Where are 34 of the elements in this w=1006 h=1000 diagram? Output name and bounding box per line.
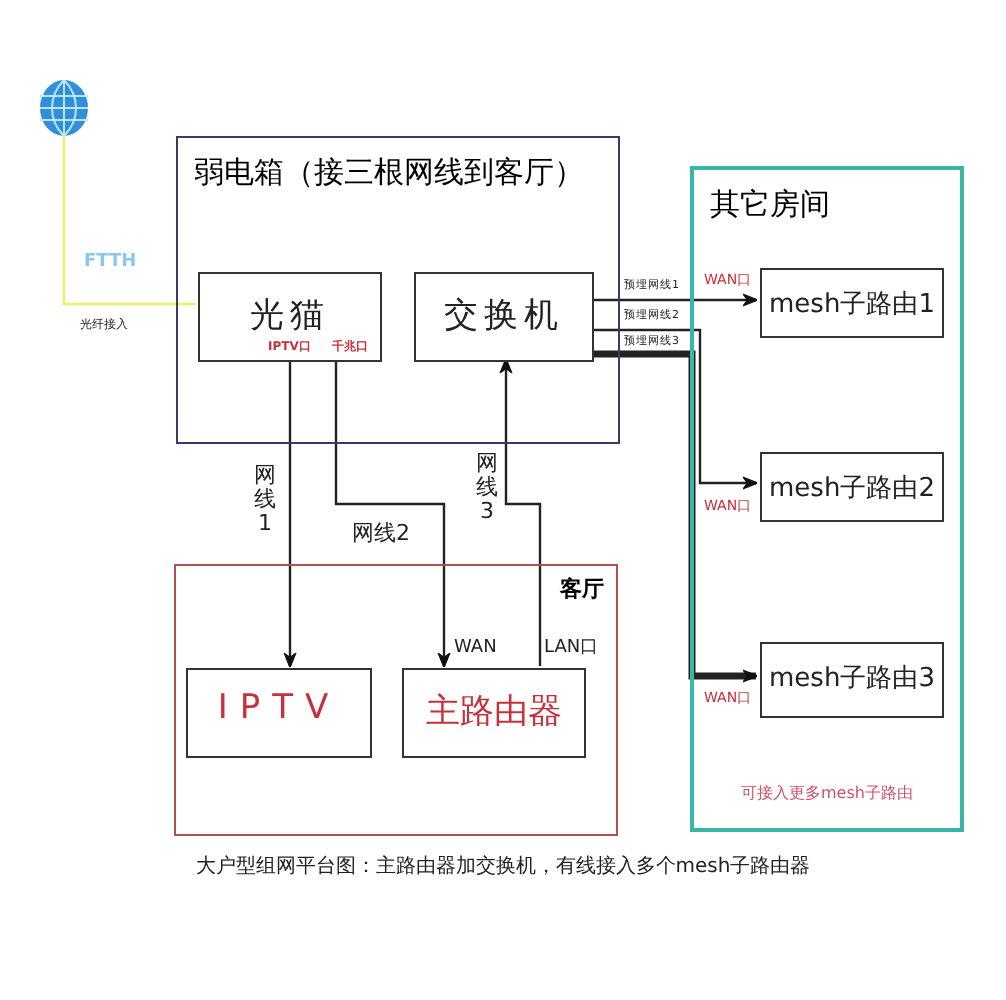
device-box	[760, 452, 944, 522]
device-label: IPTV	[215, 688, 343, 728]
group-frame	[690, 166, 964, 832]
port-label: WAN	[454, 640, 497, 658]
device-label: 光猫	[248, 294, 332, 338]
device-label: mesh子路由3	[767, 662, 937, 696]
edge-label: 网线2	[352, 522, 410, 544]
group-title: 其它房间	[710, 186, 830, 224]
arrow	[283, 360, 297, 669]
device-label: 主路由器	[424, 690, 564, 734]
room-label: 客厅	[560, 574, 604, 604]
device-label: mesh子路由1	[767, 288, 937, 322]
connector-line	[62, 136, 196, 306]
group-frame	[174, 564, 618, 836]
arrow	[592, 350, 759, 683]
arrow	[592, 328, 759, 490]
edge-label: 网线3	[476, 452, 498, 525]
port-label: LAN口	[544, 640, 599, 658]
group-title: 弱电箱（接三根网线到客厅）	[194, 154, 584, 192]
note-text: 可接入更多mesh子路由	[739, 782, 915, 804]
globe-icon	[36, 80, 92, 136]
device-box	[760, 642, 944, 718]
arrow	[499, 357, 542, 666]
edge-label: FTTH	[84, 254, 137, 272]
device-label: 交换机	[442, 294, 566, 338]
device-box	[402, 668, 586, 758]
arrow	[592, 293, 759, 307]
device-label: mesh子路由2	[767, 472, 937, 506]
device-box	[198, 272, 382, 362]
device-box	[186, 668, 372, 758]
device-box	[760, 268, 944, 338]
group-frame	[176, 136, 620, 444]
device-box	[414, 272, 594, 362]
arrow	[334, 360, 451, 669]
